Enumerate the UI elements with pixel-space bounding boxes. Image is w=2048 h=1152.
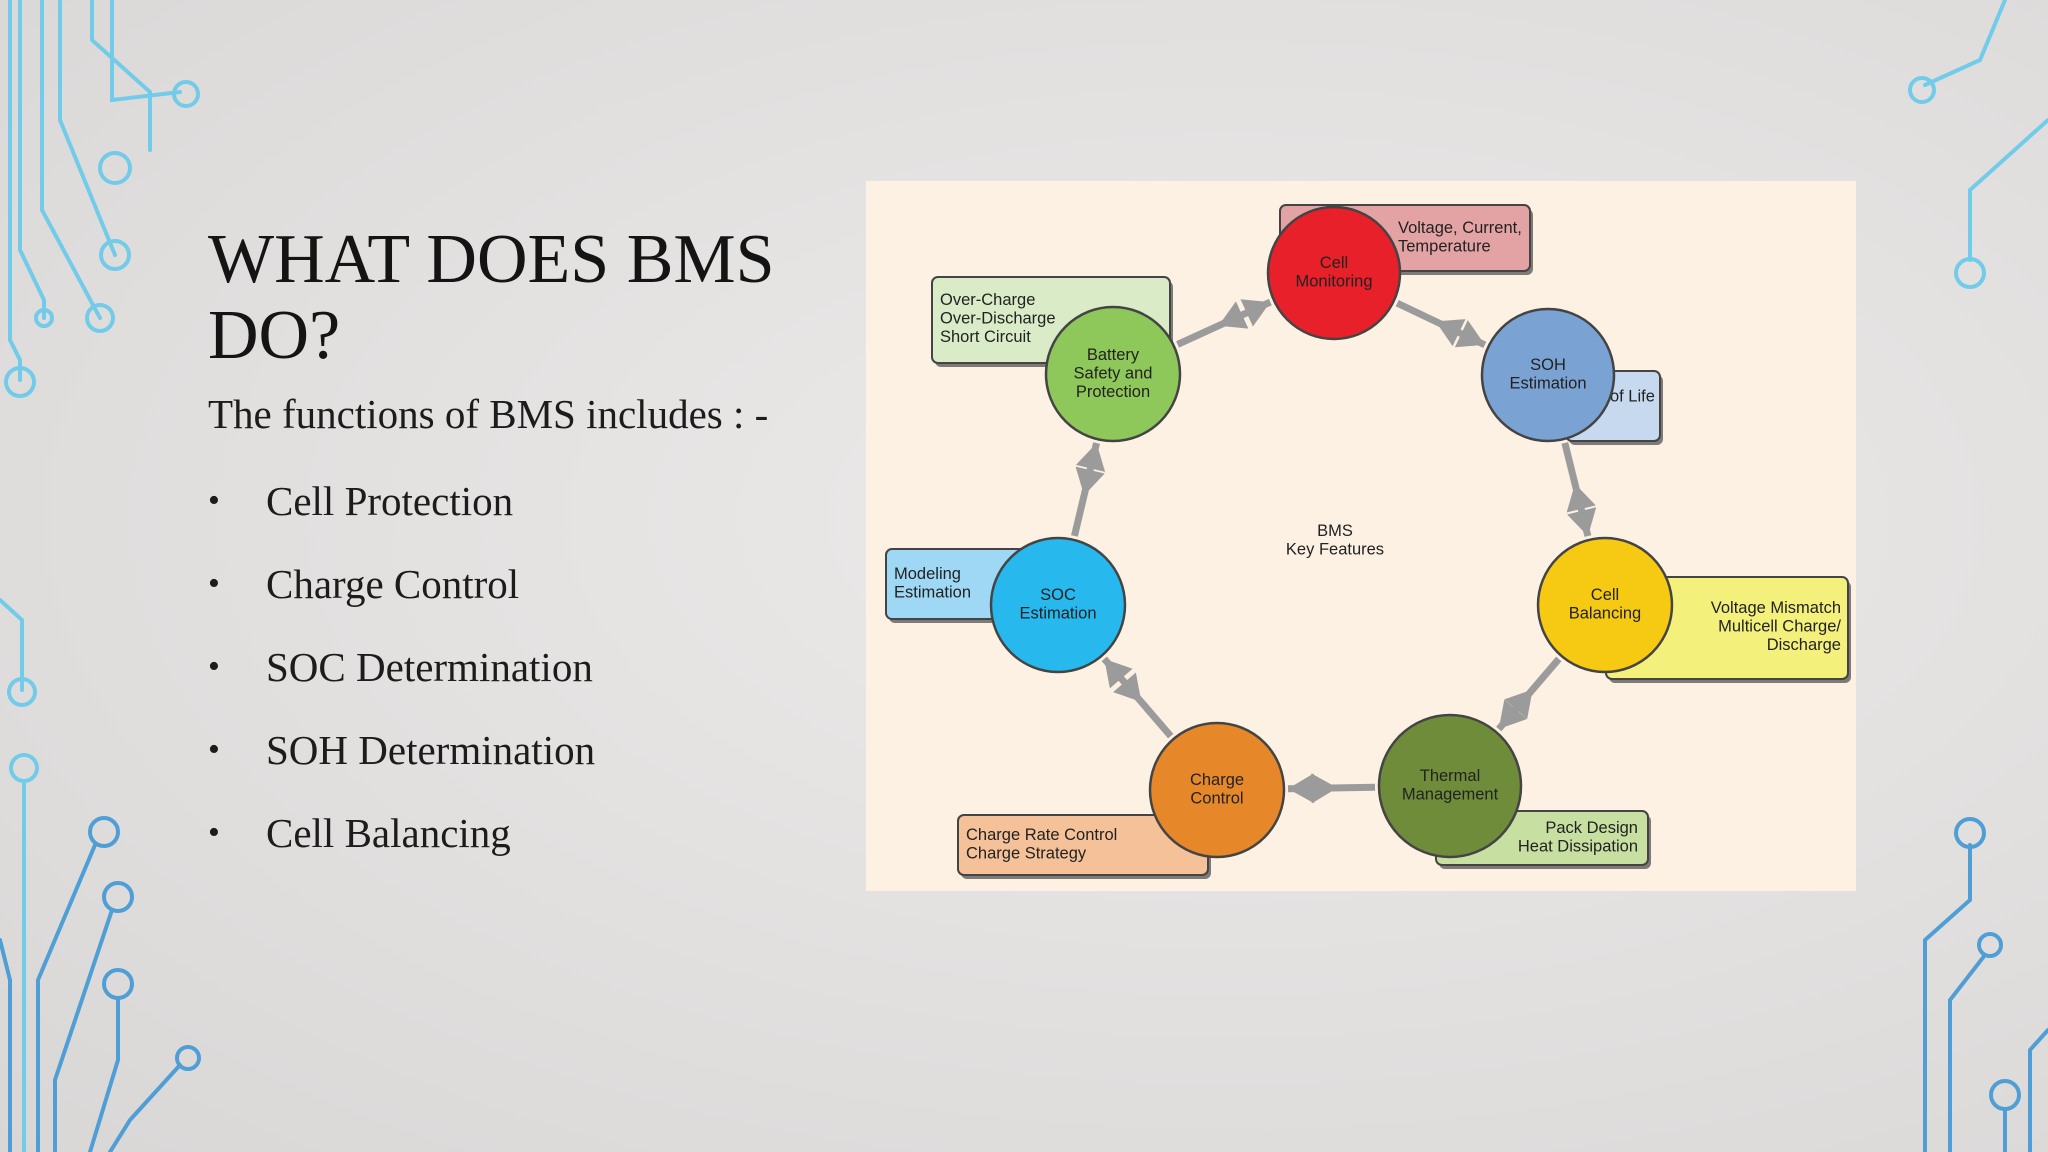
note-text: Over-Discharge	[940, 309, 1056, 327]
function-list: •Cell Protection •Charge Control •SOC De…	[208, 468, 595, 883]
list-item: •SOH Determination	[208, 717, 595, 800]
cycle-arrow	[1496, 656, 1562, 732]
node-label: Charge	[1190, 771, 1244, 789]
node-label: Thermal	[1420, 767, 1481, 785]
note-text: Voltage, Current,	[1398, 219, 1522, 237]
arrow-head	[1113, 672, 1142, 703]
note-text: Modeling	[894, 565, 961, 583]
cycle-arrow	[1395, 299, 1487, 349]
note-text: Voltage Mismatch	[1711, 599, 1841, 617]
arrow-head	[1567, 507, 1597, 537]
arrow-head	[1454, 320, 1485, 348]
bullet-icon: •	[208, 565, 220, 602]
arrow-head	[1311, 773, 1338, 804]
node-label: Protection	[1076, 383, 1150, 401]
arrow-head	[1566, 483, 1596, 513]
center-label: BMS	[1317, 522, 1353, 540]
node-label: Battery	[1087, 346, 1140, 364]
node-label: Balancing	[1569, 605, 1641, 623]
node-label: Monitoring	[1295, 273, 1372, 291]
node-label: Cell	[1591, 586, 1619, 604]
list-item: •Cell Balancing	[208, 800, 595, 883]
node-circle	[1536, 536, 1674, 674]
bullet-icon: •	[208, 482, 220, 519]
note-text: Short Circuit	[940, 328, 1031, 346]
list-item: •Cell Protection	[208, 468, 595, 551]
node-label: Management	[1402, 786, 1499, 804]
bullet-icon: •	[208, 648, 220, 685]
node-label: Estimation	[1509, 375, 1586, 393]
cycle-arrow	[1071, 442, 1106, 537]
arrow-head	[1075, 443, 1106, 472]
note-text: Charge Strategy	[966, 845, 1087, 863]
note-text: Discharge	[1767, 636, 1841, 654]
arrow-head	[1104, 658, 1133, 689]
note-text: Pack Design	[1545, 819, 1638, 837]
bullet-icon: •	[208, 731, 220, 768]
node-label: SOH	[1530, 356, 1566, 374]
node-circle	[1480, 307, 1616, 443]
node-label: Cell	[1320, 254, 1348, 272]
arrow-head	[1435, 319, 1466, 347]
cycle-arrow	[1287, 773, 1376, 804]
center-label: Key Features	[1286, 541, 1384, 559]
list-item: •SOC Determination	[208, 634, 595, 717]
intro-text: The functions of BMS includes : -	[208, 391, 769, 437]
note-text: Charge Rate Control	[966, 826, 1117, 844]
bullet-icon: •	[208, 814, 220, 851]
note-text: Multicell Charge/	[1718, 617, 1841, 635]
note-text: Temperature	[1398, 238, 1491, 256]
slide-title: WHAT DOES BMS DO?	[208, 221, 775, 374]
arrow-head	[1240, 299, 1271, 327]
node-label: SOC	[1040, 586, 1076, 604]
node-circle	[1377, 713, 1523, 859]
node-circle	[1044, 305, 1182, 443]
arrow-head	[1218, 301, 1249, 329]
node-circle	[1148, 721, 1286, 859]
note-text: Over-Charge	[940, 291, 1035, 309]
node-circle	[989, 536, 1127, 674]
arrow-head	[1498, 699, 1528, 730]
node-label: Safety and	[1074, 364, 1153, 382]
node-label: Estimation	[1019, 605, 1096, 623]
arrow-head	[1075, 466, 1105, 496]
list-item: •Charge Control	[208, 551, 595, 634]
node-label: Control	[1190, 790, 1243, 808]
cycle-arrow	[1101, 656, 1174, 739]
arrow-head	[1287, 773, 1315, 804]
cycle-arrow	[1561, 442, 1597, 537]
arrow-head	[1504, 689, 1533, 719]
node-circle	[1266, 205, 1402, 341]
note-text: Heat Dissipation	[1518, 838, 1638, 856]
cycle-arrow	[1176, 298, 1272, 348]
note-text: Estimation	[894, 584, 971, 602]
